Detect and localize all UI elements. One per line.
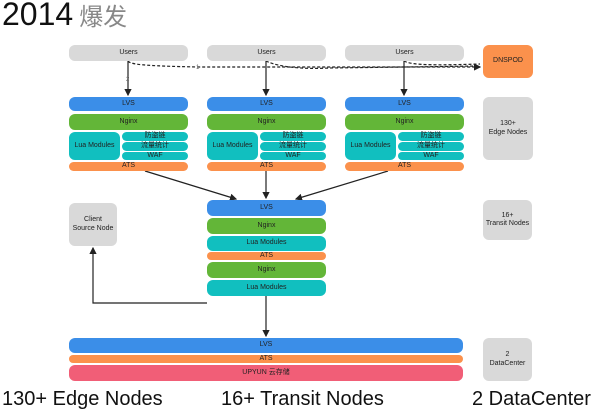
transit-stack: LVS Nginx Lua Modules ATS Nginx Lua Modu… xyxy=(207,200,326,296)
transit-lua-modules: Lua Modules xyxy=(207,236,326,251)
footer-edge-nodes: 130+ Edge Nodes xyxy=(2,388,163,410)
title-subtitle: 爆发 xyxy=(79,4,128,31)
edge-lvs: LVS xyxy=(345,97,464,111)
edge-module-anti-leech: 防盗链 xyxy=(260,132,326,141)
edge-module-waf: WAF xyxy=(398,152,464,160)
dnspod-box: DNSPOD xyxy=(483,45,533,78)
arrow-label-2: 2 xyxy=(126,77,130,83)
edge-lua-modules: Lua Modules xyxy=(69,132,120,160)
edge-stack-1: LVS Nginx Lua Modules 防盗链 流量统计 WAF ATS xyxy=(69,97,188,172)
users-box-2: Users xyxy=(207,45,326,61)
transit-nginx: Nginx xyxy=(207,218,326,234)
footer-transit-nodes: 16+ Transit Nodes xyxy=(221,388,384,410)
edge-nginx: Nginx xyxy=(345,114,464,130)
datacenter-ats: ATS xyxy=(69,355,463,363)
transit-nginx-2: Nginx xyxy=(207,262,326,278)
edge-nodes-label: 130+ Edge Nodes xyxy=(483,97,533,160)
datacenter-label: 2 DataCenter xyxy=(483,338,532,381)
arrow-edge1-transit xyxy=(144,170,238,201)
edge-ats: ATS xyxy=(207,162,326,171)
users-box-3: Users xyxy=(345,45,464,61)
edge-lua-modules: Lua Modules xyxy=(345,132,396,160)
edge-nginx: Nginx xyxy=(207,114,326,130)
edge-stack-3: LVS Nginx Lua Modules 防盗链 流量统计 WAF ATS xyxy=(345,97,464,172)
edge-module-anti-leech: 防盗链 xyxy=(398,132,464,141)
dashed-arrow-users2-dnspod xyxy=(265,60,481,69)
edge-module-traffic-stats: 流量统计 xyxy=(260,142,326,151)
arrow-label-1: 1 xyxy=(196,65,200,71)
edge-nginx: Nginx xyxy=(69,114,188,130)
edge-stack-2: LVS Nginx Lua Modules 防盗链 流量统计 WAF ATS xyxy=(207,97,326,172)
edge-module-anti-leech: 防盗链 xyxy=(122,132,188,141)
transit-lvs: LVS xyxy=(207,200,326,216)
edge-lua-modules: Lua Modules xyxy=(207,132,258,160)
edge-module-waf: WAF xyxy=(260,152,326,160)
users-box-1: Users xyxy=(69,45,188,61)
datacenter-storage: UPYUN 云存储 xyxy=(69,365,463,381)
arrow-edge3-transit xyxy=(294,170,389,201)
transit-nodes-label: 16+ Transit Nodes xyxy=(483,200,532,240)
edge-module-traffic-stats: 流量统计 xyxy=(398,142,464,151)
transit-ats: ATS xyxy=(207,252,326,260)
edge-ats: ATS xyxy=(345,162,464,171)
dashed-arrow-users1-dnspod xyxy=(127,60,482,71)
datacenter-lvs: LVS xyxy=(69,338,463,353)
transit-lua-modules-2: Lua Modules xyxy=(207,280,326,296)
client-source-node: Client Source Node xyxy=(69,203,117,246)
edge-lvs: LVS xyxy=(69,97,188,111)
footer-datacenter: 2 DataCenter xyxy=(472,388,591,410)
dashed-arrow-users3-dnspod xyxy=(403,60,481,66)
edge-module-waf: WAF xyxy=(122,152,188,160)
edge-ats: ATS xyxy=(69,162,188,171)
title-year: 2014 xyxy=(2,0,74,32)
arrow-transit-client xyxy=(89,246,207,304)
edge-lvs: LVS xyxy=(207,97,326,111)
edge-module-traffic-stats: 流量统计 xyxy=(122,142,188,151)
